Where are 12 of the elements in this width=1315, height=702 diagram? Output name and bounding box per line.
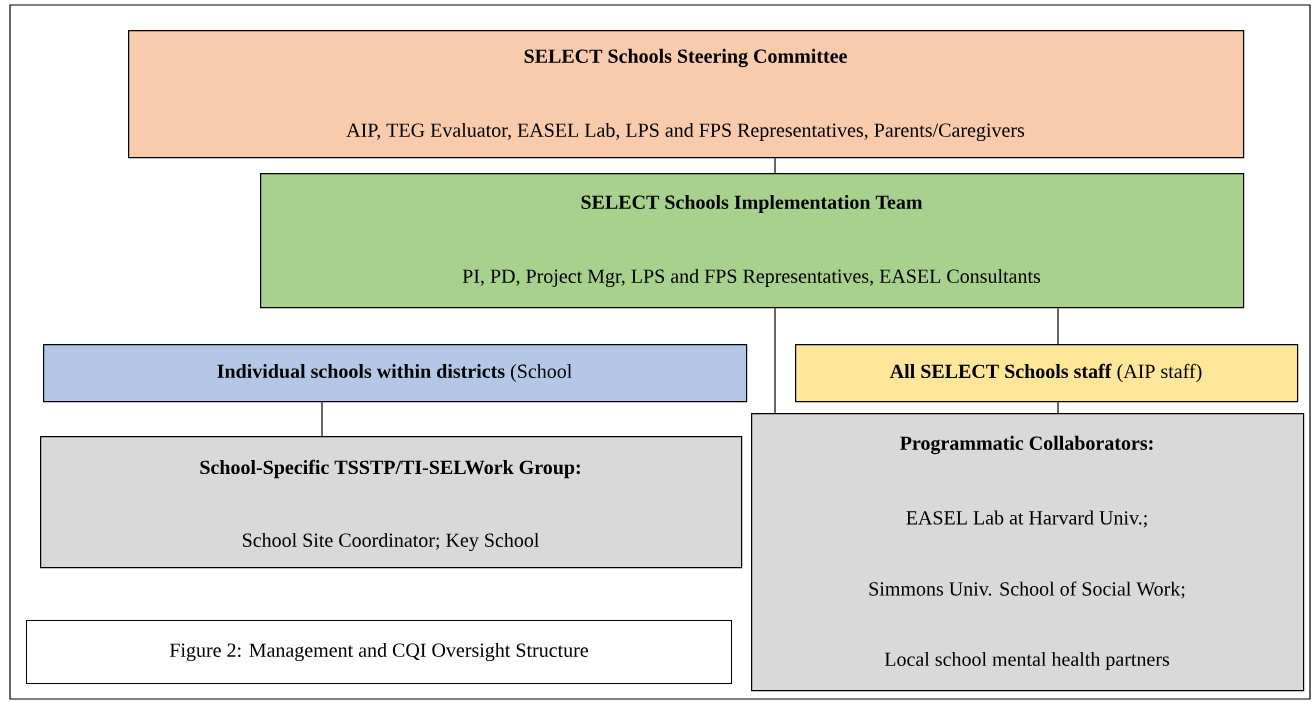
work-group-box: School-Specific TSSTP/TI-SELWork Group: School Site Coordinator; Key School (40, 436, 743, 569)
collaborators-box: Programmatic Collaborators: EASEL Lab at Harvard Univ.; Simmons Univ. School of Social Work; Local school mental health partners (751, 413, 1305, 692)
committee-box: SELECT Schools Steering Committee AIP, TEG Evaluator, EASEL Lab, LPS and FPS Representatives, Parents/Caregivers (128, 30, 1245, 159)
connector-line (1057, 401, 1059, 414)
connector-line (1057, 307, 1059, 345)
team-box: SELECT Schools Implementation Team PI, PD, Project Mgr, LPS and FPS Representatives, EASEL Consultants (260, 173, 1245, 309)
staff-box: All SELECT Schools staff (AIP staff) (795, 344, 1299, 403)
caption-box: Figure 2: Management and CQI Oversight Structure (26, 620, 732, 684)
connector-line (774, 157, 776, 174)
school-box: Individual schools within districts (School (43, 344, 748, 403)
connector-line (321, 401, 323, 437)
connector-line (774, 307, 776, 414)
